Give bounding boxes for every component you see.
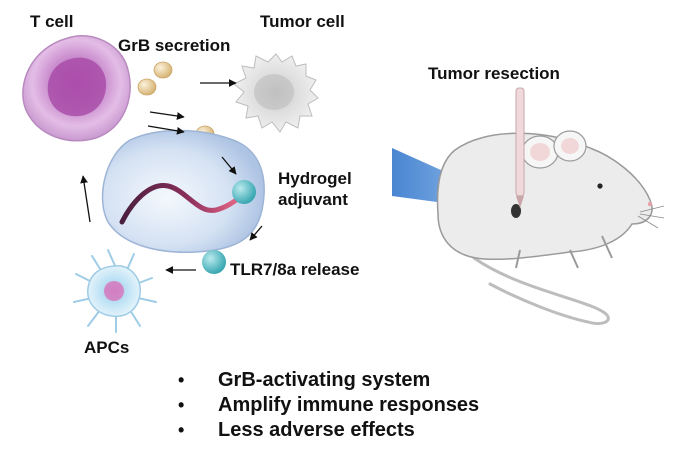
label-tumor-cell: Tumor cell: [260, 12, 345, 31]
label-grb-secretion: GrB secretion: [118, 36, 231, 55]
tumor-cell-icon: [233, 53, 319, 133]
apc-icon: [73, 249, 157, 333]
t-cell-icon: [22, 35, 131, 142]
tumor-site: [511, 204, 521, 218]
tlr-bead-gel: [232, 180, 256, 204]
arrow-apc-to-tcell: [80, 175, 91, 223]
polymer-chain: [119, 183, 245, 225]
label-hydrogel-line1: Hydrogel: [278, 169, 352, 188]
bullet-item: Amplify immune responses: [178, 393, 479, 418]
bullet-item: Less adverse effects: [178, 418, 479, 443]
arrow-tcell-to-gel-2: [147, 125, 185, 135]
label-hydrogel-adjuvant: Hydrogel adjuvant: [278, 168, 352, 210]
arrow-granule-to-bead: [221, 156, 237, 175]
label-tlr-release: TLR7/8a release: [230, 260, 360, 279]
tlr-bead-released: [202, 250, 226, 274]
label-apcs: APCs: [84, 338, 130, 357]
label-tumor-resection: Tumor resection: [428, 64, 560, 83]
hydrogel-icon: [101, 129, 265, 253]
bullet-item: GrB-activating system: [178, 368, 479, 393]
needle-icon: [515, 87, 525, 208]
label-t-cell: T cell: [30, 12, 74, 31]
arrow-gel-release: [249, 225, 263, 241]
mouse-icon: [436, 130, 665, 326]
label-hydrogel-line2: adjuvant: [278, 190, 348, 209]
arrows: [80, 79, 263, 274]
bullet-list: GrB-activating system Amplify immune res…: [178, 368, 479, 443]
arrow-tcell-to-gel-1: [149, 111, 185, 120]
